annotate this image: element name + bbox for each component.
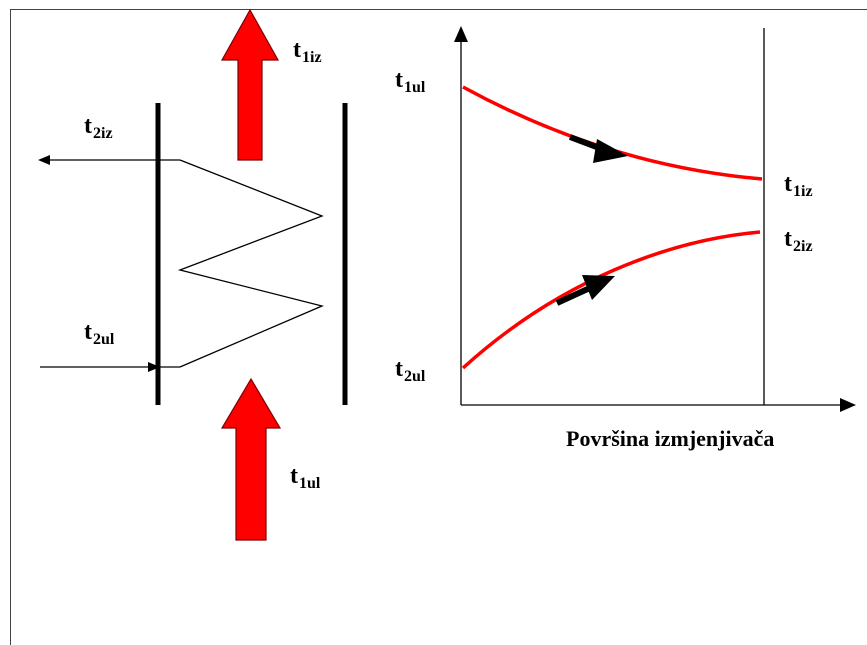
cold-direction-arrow [555, 275, 615, 306]
graph-label-t1ul-sub: 1ul [404, 79, 426, 96]
graph-label-t2iz-sub: 2iz [793, 238, 813, 255]
graph-label-t2iz: t2iz [784, 227, 813, 255]
label-t1iz-main: t [293, 37, 301, 63]
graph-x-axis-arrowhead [840, 398, 856, 412]
graph-label-t1iz-main: t [784, 171, 792, 197]
label-t2iz-sub: 2iz [93, 125, 113, 142]
graph-label-t2ul-main: t [395, 356, 403, 382]
label-t2iz: t2iz [84, 114, 113, 142]
label-t1iz: t1iz [293, 38, 322, 66]
graph-label-t2ul-sub: 2ul [404, 368, 426, 385]
label-t1ul: t1ul [290, 464, 320, 492]
hot-fluid-curve [462, 85, 763, 181]
hot-inlet-arrow [220, 377, 282, 541]
graph-x-axis-title: Površina izmjenjivača [566, 426, 775, 451]
graph-label-t2ul: t2ul [395, 357, 425, 385]
cold-stream-coil [177, 159, 325, 368]
label-t2ul-main: t [84, 319, 92, 345]
label-t2ul: t2ul [84, 320, 114, 348]
graph-label-t1iz-sub: 1iz [793, 183, 813, 200]
label-t1ul-main: t [290, 463, 298, 489]
graph-label-t1ul-main: t [395, 67, 403, 93]
label-t1ul-sub: 1ul [299, 475, 321, 492]
graph-label-t1ul: t1ul [395, 68, 425, 96]
figure-frame [10, 9, 867, 645]
graph-label-t2iz-main: t [784, 226, 792, 252]
label-t2ul-sub: 2ul [93, 331, 115, 348]
hot-direction-arrow [568, 134, 628, 163]
label-t1iz-sub: 1iz [302, 49, 322, 66]
graph-label-t1iz: t1iz [784, 172, 813, 200]
hot-outlet-arrow [220, 8, 280, 161]
graph-y-axis-arrowhead [454, 26, 468, 42]
cold-fluid-curve [461, 230, 761, 370]
label-t2iz-main: t [84, 113, 92, 139]
